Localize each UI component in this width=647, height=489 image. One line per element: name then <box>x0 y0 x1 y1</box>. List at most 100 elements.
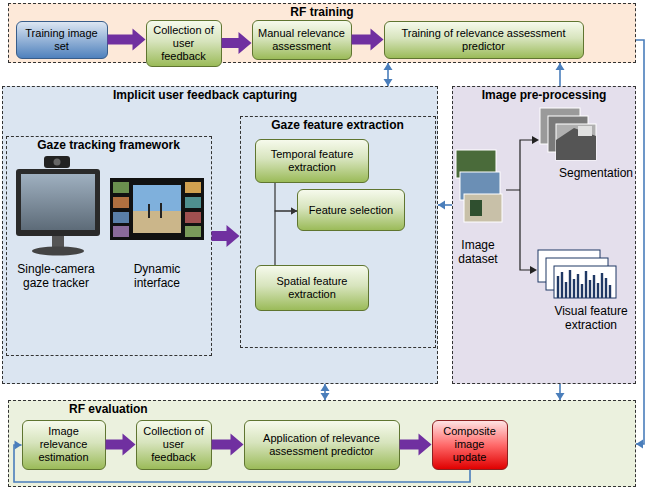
split-arrows-part <box>532 136 539 144</box>
arrow-head <box>384 63 393 70</box>
arrow-head <box>384 79 393 86</box>
visual-feature-picture <box>538 250 616 298</box>
box-label: Application of relevance assessment pred… <box>249 432 395 458</box>
arrow-connector <box>106 434 136 456</box>
arrow-connector <box>384 63 393 86</box>
box-label: Spatial feature extraction <box>260 275 364 301</box>
block-arrow <box>352 29 384 51</box>
arrow-connector <box>222 32 252 54</box>
arrow-connector <box>556 384 565 400</box>
arrow-connector <box>352 29 384 51</box>
dynamic-interface-picture-part <box>185 182 201 193</box>
image-dataset-picture-part <box>470 200 482 216</box>
box-label: Manual relevance assessment <box>257 27 347 53</box>
process-box: Training image set <box>16 21 108 59</box>
arrow-head <box>291 208 297 215</box>
gaze-tracker-picture-part <box>16 169 100 236</box>
connector-line <box>438 204 452 206</box>
block-arrow <box>108 29 146 51</box>
process-box: Feature selection <box>297 189 405 231</box>
process-box: Training of relevance assessment predict… <box>384 21 584 59</box>
gaze-tracker-picture-part <box>54 159 61 166</box>
figure-label: Image dataset <box>452 238 504 266</box>
connector-line <box>559 63 561 86</box>
dynamic-interface-picture-part <box>133 185 181 211</box>
box-label: Collection of user feedback <box>151 24 217 63</box>
arrow-head <box>556 63 565 70</box>
process-box: Application of relevance assessment pred… <box>244 420 400 470</box>
arrow-connector <box>14 441 470 483</box>
box-label: Training image set <box>21 27 103 53</box>
dynamic-interface-picture-part <box>133 211 181 233</box>
panel-title: Gaze feature extraction <box>241 117 435 133</box>
connector-line <box>275 183 297 211</box>
box-label: Image relevance estimation <box>27 425 101 464</box>
process-box: Temporal feature extraction <box>255 139 369 183</box>
block-arrow <box>106 434 136 456</box>
connector-line <box>14 445 470 482</box>
group-box: Gaze tracking framework <box>6 136 212 356</box>
panel-title: Gaze tracking framework <box>7 137 211 153</box>
arrow-head <box>556 393 565 400</box>
image-dataset-picture <box>456 150 502 222</box>
arrow-connector <box>108 29 146 51</box>
section-panel: RF trainingTraining image set Collection … <box>8 3 636 63</box>
process-box: Collection of user feedback <box>146 20 222 67</box>
block-arrow <box>212 434 244 456</box>
dynamic-interface-picture-part <box>113 197 129 208</box>
dynamic-interface-picture-part <box>113 212 129 223</box>
arrow-head <box>321 384 330 391</box>
dynamic-interface-picture-part <box>110 178 204 240</box>
arrow-connector <box>636 40 644 449</box>
block-arrow <box>212 225 240 247</box>
figure-label: Segmentation <box>558 166 634 180</box>
process-box: Composite image update <box>432 420 508 470</box>
panel-title: Image pre-processing <box>453 87 635 103</box>
connector-line <box>636 40 644 444</box>
connector-line <box>275 211 297 265</box>
dynamic-interface-picture-part <box>113 226 129 237</box>
box-label: Feature selection <box>309 204 393 217</box>
box-label: Training of relevance assessment predict… <box>389 27 579 53</box>
arrow-head <box>321 393 330 400</box>
panel-title: RF evaluation <box>9 401 635 417</box>
figure-label: Visual feature extraction <box>546 304 636 332</box>
connector-line <box>559 384 561 400</box>
gaze-tracker-picture-part <box>52 236 64 248</box>
segmentation-picture-part <box>556 124 596 160</box>
process-box: Manual relevance assessment <box>252 20 352 60</box>
connector-line <box>324 384 326 400</box>
split-arrows <box>506 136 539 274</box>
arrow-connector <box>438 201 452 210</box>
dynamic-interface-picture <box>110 178 204 240</box>
split-arrows-part <box>506 140 533 270</box>
arrow-head <box>15 441 22 450</box>
gaze-tracker-picture-part <box>32 247 84 256</box>
process-box: Spatial feature extraction <box>255 265 369 311</box>
segmentation-picture <box>540 108 596 160</box>
arrow-connector <box>321 384 330 400</box>
group-box: Gaze feature extractionTemporal feature … <box>240 116 436 348</box>
process-box: Collection of user feedback <box>136 420 212 470</box>
panel-title: RF training <box>9 4 635 20</box>
block-arrow <box>400 434 432 456</box>
arrow-connector <box>212 434 244 456</box>
arrow-head <box>636 440 643 449</box>
arrow-head <box>438 201 445 210</box>
dynamic-interface-picture-part <box>185 212 201 223</box>
box-label: Composite image update <box>437 425 503 464</box>
arrow-connector <box>275 183 297 215</box>
dynamic-interface-picture-part <box>148 204 150 218</box>
figure-label: Single-camera gaze tracker <box>8 262 104 290</box>
arrow-connector <box>275 208 297 266</box>
process-box: Image relevance estimation <box>22 420 106 470</box>
panel-title: Implicit user feedback capturing <box>3 87 437 103</box>
dynamic-interface-picture-part <box>185 226 201 237</box>
dynamic-interface-picture-part <box>160 203 162 218</box>
box-label: Temporal feature extraction <box>260 148 364 174</box>
split-arrows-part <box>530 266 537 274</box>
gaze-tracker-picture <box>16 156 100 256</box>
arrow-connector <box>556 63 565 86</box>
dynamic-interface-picture-part <box>185 197 201 208</box>
section-panel: RF evaluationImage relevance estimation C… <box>8 400 636 487</box>
